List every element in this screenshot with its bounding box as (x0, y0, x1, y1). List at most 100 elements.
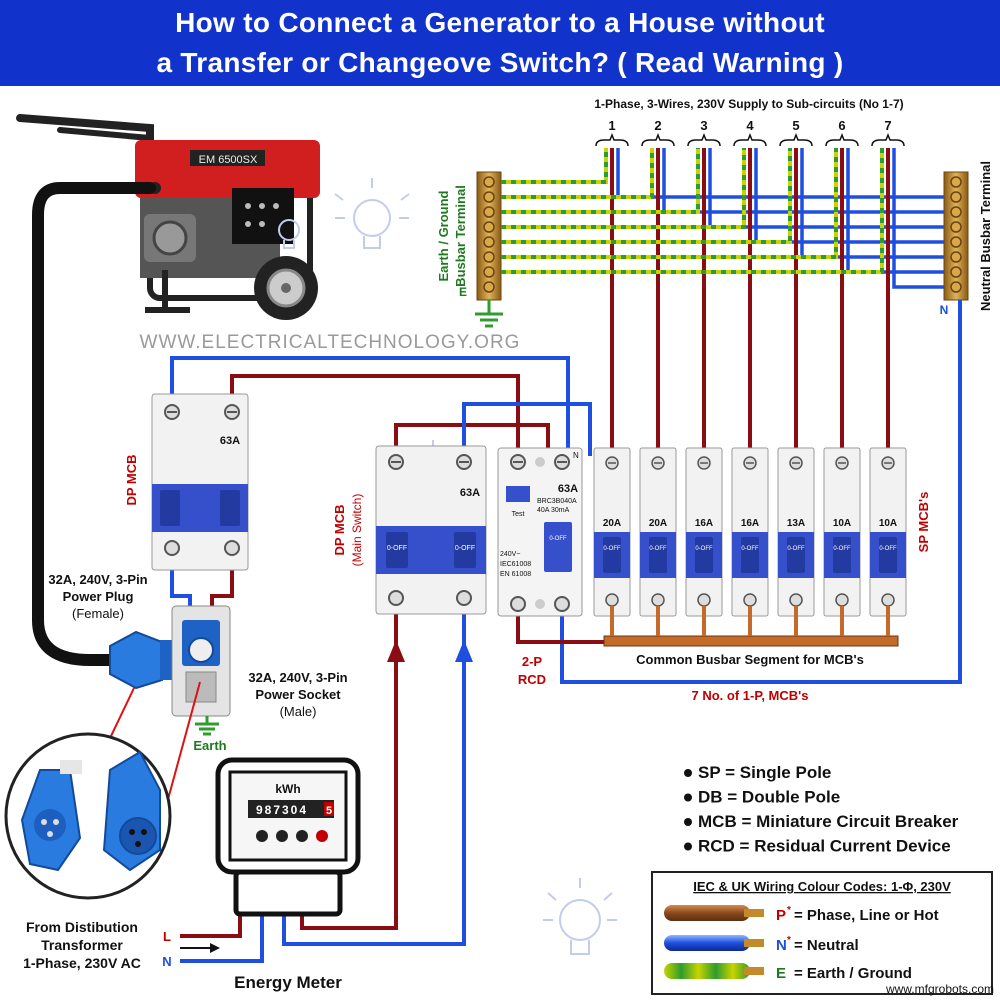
busbar-screw (950, 191, 962, 203)
sp-mcb-rating: 10A (833, 518, 851, 529)
socket-earth-label: Earth (193, 738, 226, 753)
earth-symbol (475, 312, 503, 328)
generator: EM 6500SX (16, 114, 320, 320)
legend-symbol-sup: * (787, 905, 791, 916)
sp-mcb-bottom-screw (881, 593, 895, 607)
busbar-screw (483, 176, 495, 188)
sp-mcb-handle (741, 537, 759, 573)
earth-wire (501, 148, 746, 229)
legend-title: IEC & UK Wiring Colour Codes: 1-Φ, 230V (693, 879, 951, 894)
earth-wire-stripe (501, 148, 792, 244)
sp-mcb-bottom-screw (743, 593, 757, 607)
legend-symbol: P (776, 907, 786, 924)
bullet (684, 793, 692, 802)
neutral-busbar-label: Neutral Busbar Terminal (978, 161, 993, 311)
title-banner: How to Connect a Generator to a House wi… (0, 0, 1000, 86)
sp-mcb-handle (695, 537, 713, 573)
sp-mcb-handle (787, 537, 805, 573)
earth-busbar-symbol: E (459, 285, 467, 299)
sp-mcb-rating: 16A (741, 518, 759, 529)
source-label-1: From Distibution (26, 919, 138, 935)
mcb-count-label: 7 No. of 1-P, MCB's (692, 688, 809, 703)
socket-label-1: 32A, 240V, 3-Pin (248, 670, 347, 685)
circuit-brace (641, 132, 675, 147)
earth-busbar-label-1: Earth / Ground (436, 190, 451, 281)
sp-mcb-handle (649, 537, 667, 573)
rcd: N 63A Test BRC3B040A 40A 30mA 0-OFF 240V… (497, 447, 583, 617)
earth-busbar-screws (483, 176, 495, 293)
sp-mcb-bottom-screw (835, 593, 849, 607)
energy-meter: kWh 987304 5 (215, 757, 361, 917)
dp-mcb-main-label: DP MCB (332, 504, 347, 555)
circuit-number: 1 (608, 118, 615, 133)
meter-last-digit: 5 (326, 805, 332, 817)
neutral-busbar-terminal (943, 171, 969, 301)
dp-mcb-main-switch-2: 0-OFF (455, 545, 475, 552)
dp-mcb-generator: 63A (151, 393, 249, 571)
wiring-colour-legend: IEC & UK Wiring Colour Codes: 1-Φ, 230V … (651, 871, 993, 995)
circuit-brace (871, 132, 905, 147)
sp-mcb-rating: 20A (649, 518, 667, 529)
busbar-screw (483, 206, 495, 218)
bullet (684, 769, 692, 777)
phase-arrow (387, 640, 405, 662)
bullet (684, 818, 692, 826)
circuit-brace (733, 132, 767, 147)
sp-mcb-rating: 13A (787, 518, 805, 529)
light-bulb-icon (543, 878, 617, 955)
rcd-spec-3: EN 61008 (500, 571, 531, 578)
busbar-screw (950, 266, 962, 278)
title-line-2: a Transfer or Changeove Switch? ( Read W… (156, 47, 844, 78)
earth-wire (501, 148, 608, 184)
legend-text: = Neutral (794, 937, 859, 954)
earth-wire-stripe (501, 148, 838, 259)
light-bulb-icon (334, 178, 410, 249)
busbar-screw (950, 221, 962, 233)
dp-mcb-generator-rating: 63A (220, 435, 240, 447)
plug-label-2: Power Plug (63, 589, 134, 604)
circuit-number: 4 (746, 118, 754, 133)
socket-label-2: Power Socket (255, 687, 341, 702)
source-label-3: 1-Phase, 230V AC (23, 955, 141, 971)
busbar-screw (950, 176, 962, 188)
sp-mcb-rating: 10A (879, 518, 897, 529)
meter-unit: kWh (275, 782, 300, 796)
rcd-switch[interactable] (544, 522, 572, 572)
rcd-n-label: N (573, 451, 579, 460)
sp-mcb-switch-text: 0-OFF (879, 546, 897, 552)
sp-mcb-rating: 20A (603, 518, 621, 529)
sp-mcb-switch-text: 0-OFF (649, 546, 667, 552)
sp-mcb-handle (603, 537, 621, 573)
plug-label-3: (Female) (72, 606, 124, 621)
circuit-number: 7 (884, 118, 891, 133)
dp-mcb-main: 63A 0-OFF 0-OFF (375, 445, 487, 615)
circuit-number: 5 (792, 118, 799, 133)
rcd-test-button[interactable] (506, 486, 530, 502)
main-wiring (170, 300, 962, 963)
power-plug-female (109, 630, 174, 690)
earth-wire (501, 148, 654, 199)
circuit-number: 2 (654, 118, 661, 133)
rcd-model-1: BRC3B040A (537, 498, 577, 505)
sp-mcb: 16A 0-OFF (731, 447, 769, 636)
earth-wire-stripe (501, 148, 884, 274)
sp-mcb-handle (879, 537, 897, 573)
watermark: WWW.ELECTRICALTECHNOLOGY.ORG (140, 332, 521, 353)
sp-mcb: 20A 0-OFF (639, 447, 677, 636)
source-n: N (162, 954, 171, 969)
dp-mcb-main-sublabel: (Main Switch) (350, 494, 364, 567)
circuit-brace (779, 132, 813, 147)
sp-mcbs: 20A0-OFF20A0-OFF16A0-OFF16A0-OFF13A0-OFF… (593, 447, 907, 636)
dp-mcb-main-switch-1: 0-OFF (387, 545, 407, 552)
sp-mcb-switch-text: 0-OFF (741, 546, 759, 552)
rcd-spec-1: 240V~ (500, 551, 520, 558)
earth-wire-stripe (501, 148, 608, 184)
bullet (684, 842, 692, 851)
meter-reading: 987304 (256, 803, 308, 817)
source-label-2: Transformer (41, 937, 123, 953)
abbreviation-item: RCD = Residual Current Device (698, 837, 951, 856)
